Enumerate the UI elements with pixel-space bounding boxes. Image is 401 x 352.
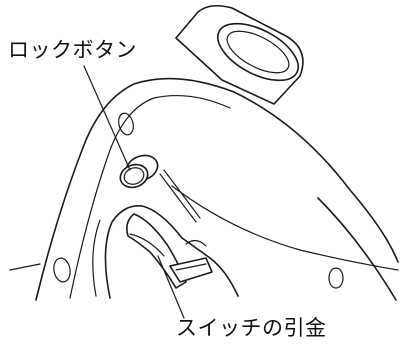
trigger-leader (157, 255, 185, 319)
screw-hole-upper (118, 112, 134, 136)
screw-hole-left (53, 257, 71, 283)
lock-button-label: ロックボタン (8, 38, 137, 62)
switch-trigger (92, 205, 239, 299)
housing-body (9, 77, 399, 301)
leader-lines (83, 65, 185, 319)
screw-hole-right (328, 267, 344, 289)
switch-trigger-label: スイッチの引金 (176, 316, 327, 340)
lock-button (119, 154, 201, 223)
lock-button-leader (83, 65, 131, 171)
screw-holes (53, 112, 344, 289)
motor-cylinder (175, 4, 304, 105)
